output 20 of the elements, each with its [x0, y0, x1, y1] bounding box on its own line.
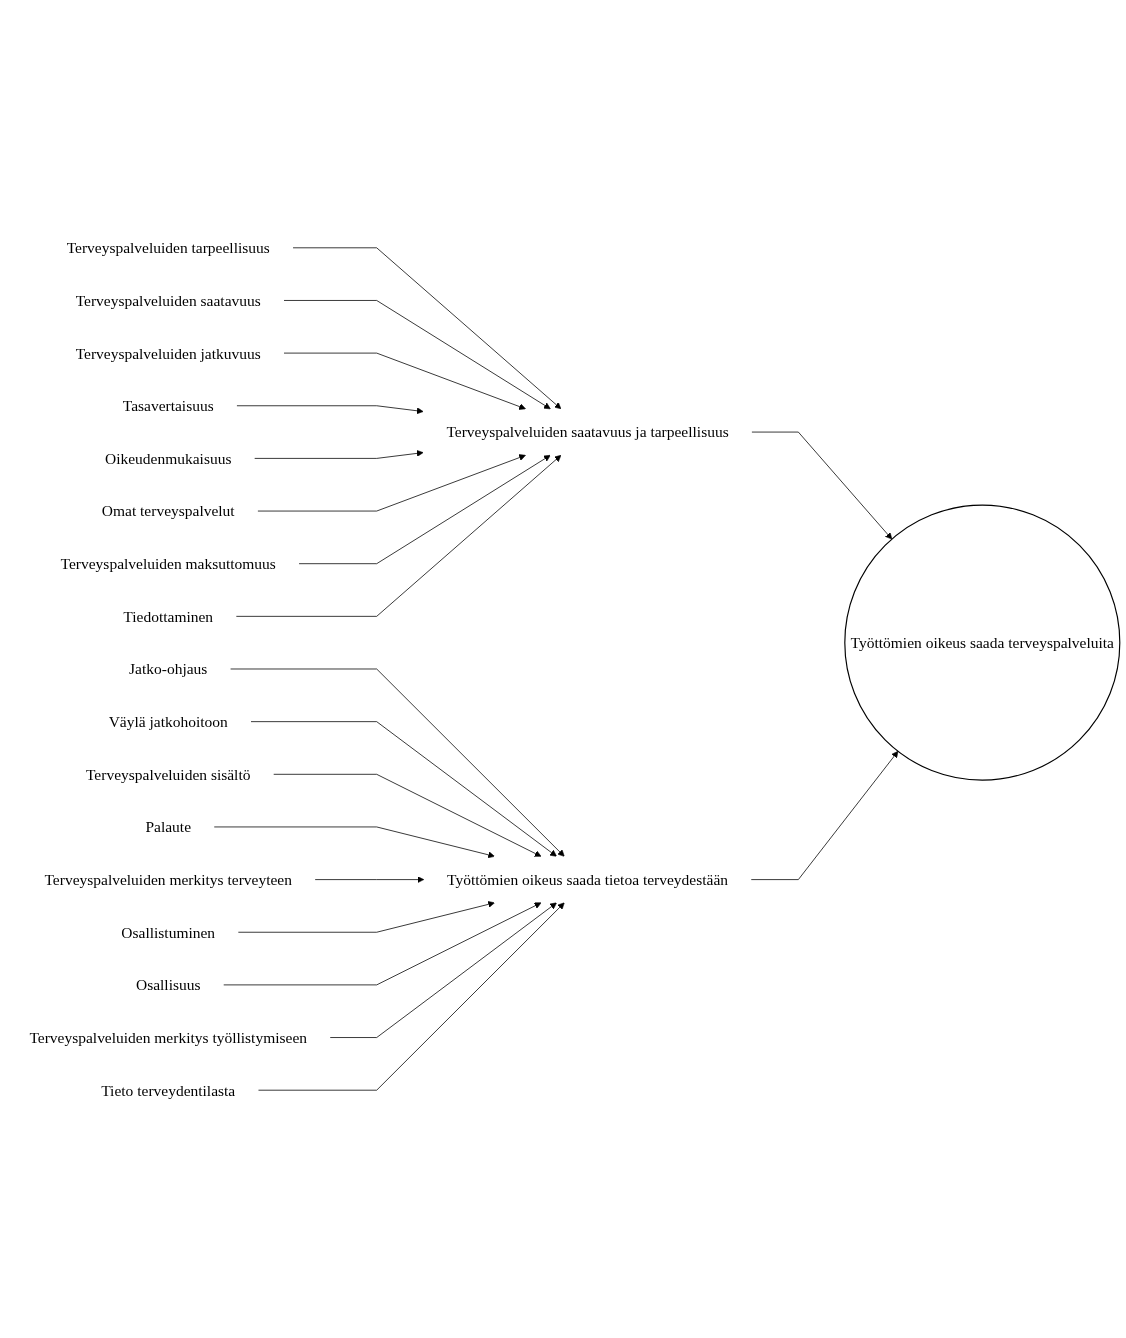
node-text: Palaute [145, 818, 192, 836]
node-text: Omat terveyspalvelut [101, 502, 235, 520]
node-text: Tiedottaminen [123, 607, 214, 625]
node-circle: Työttömien oikeus saada terveyspalveluita [844, 504, 1121, 781]
node-text: Terveyspalveluiden jatkuvuus [75, 344, 261, 362]
node-text: Oikeudenmukaisuus [105, 449, 232, 467]
node-text: Osallisuus [135, 976, 201, 994]
node-text: Osallistuminen [121, 923, 216, 941]
node-text: Tieto terveydentilasta [101, 1081, 236, 1099]
node-text: Terveyspalveluiden merkitys terveyteen [44, 871, 292, 889]
node-text: Terveyspalveluiden saatavuus [75, 291, 261, 309]
node-text: Väylä jatkohoitoon [108, 713, 228, 731]
node-text: Terveyspalveluiden maksuttomuus [60, 555, 276, 573]
node-text: Terveyspalveluiden merkitys työllistymiseen [29, 1029, 308, 1047]
node-text: Tasavertaisuus [122, 397, 214, 415]
node-text: Terveyspalveluiden tarpeellisuus [66, 239, 270, 257]
node-text: Työttömien oikeus saada tietoa terveydestään [447, 871, 729, 889]
node-text: Terveyspalveluiden saatavuus ja tarpeellisuus [446, 423, 729, 441]
node-text: Jatko-ohjaus [129, 660, 208, 678]
node-text: Terveyspalveluiden sisältö [85, 765, 251, 783]
